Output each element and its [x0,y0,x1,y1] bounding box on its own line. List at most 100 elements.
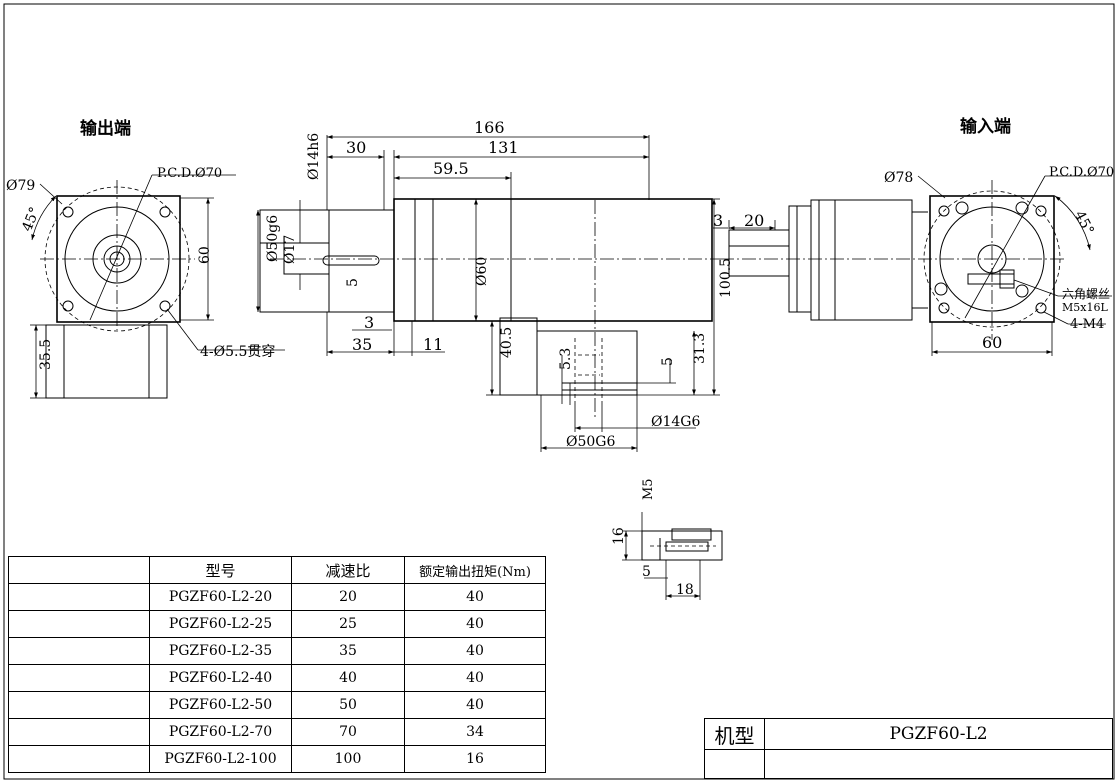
screw-hole-icon [1015,201,1029,215]
input-pcd-circle [923,190,1061,328]
dim-d79: Ø79 [6,178,35,194]
input-body [834,199,913,321]
input-coupling [728,229,790,247]
dim-31-3: 31.3 [692,333,708,364]
dim-5-3: 5.3 [558,348,574,370]
cell-torque: 40 [404,664,546,692]
cell-torque: 40 [404,691,546,719]
mount-hole-icon [159,206,171,218]
dim-5b: 5 [660,357,676,366]
input-housing [810,199,836,321]
mount-hole-icon [938,302,950,314]
shaft-key-slot [322,255,380,266]
label-screw: 六角螺丝 [1062,287,1110,301]
model-box: 机型 PGZF60-L2 [704,718,1113,779]
output-motor-bracket [45,324,168,399]
dim-d14h6: Ø14h6 [306,133,322,180]
dim-detail-18: 18 [676,582,694,598]
dim-d17: Ø17 [282,235,298,264]
dim-pcd: P.C.D.Ø70 [157,166,222,181]
cell-ratio: 35 [291,637,405,665]
cell-torque: 16 [404,745,546,773]
cell-ratio: 20 [291,583,405,611]
mount-hole-icon [62,206,74,218]
cell-model: PGZF60-L2-70 [149,718,292,746]
dim-input-pcd: P.C.D.Ø70 [1049,165,1114,180]
cell-ratio: 50 [291,691,405,719]
dim-11: 11 [423,335,443,354]
dim-d78: Ø78 [884,170,913,186]
output-end-view: 输出端 Ø79 45° P.C.D.Ø70 60 4-Ø5.5贯穿 [6,118,285,399]
dim-35: 35 [352,335,372,354]
cell-model: PGZF60-L2-20 [149,583,292,611]
dim-holes: 4-Ø5.5贯穿 [200,344,275,360]
cell-model: PGZF60-L2-35 [149,637,292,665]
cell-torque: 40 [404,637,546,665]
detail-clamp [671,528,712,541]
side-view: 166 30 131 59.5 Ø14h6 Ø50g6 Ø17 5 Ø60 3 … [256,118,734,452]
dim-w60: 60 [982,333,1002,352]
label-m4: 4-M4 [1070,317,1104,332]
input-coupling-body [728,245,790,277]
screw-hole-icon [1015,284,1029,298]
table-header-cell: 额定输出扭矩(Nm) [404,556,546,584]
dim-m5: M5 [641,478,656,500]
table-header-cell: 型号 [149,556,292,584]
cell-ratio: 25 [291,610,405,638]
label-screw-size: M5x16L [1062,301,1108,314]
cell-torque: 40 [404,583,546,611]
detail-view: M5 16 5 18 [611,478,723,600]
cell-model: PGZF60-L2-40 [149,664,292,692]
dim-d50G6: Ø50G6 [566,434,615,450]
dim-40-5: 40.5 [499,327,515,358]
model-row: 机型 PGZF60-L2 [704,718,1113,750]
dim-detail-16: 16 [611,527,627,545]
drawing-border [3,3,1115,780]
mount-hole-icon [62,300,74,312]
dim-detail-5: 5 [642,564,651,580]
screw-hole-icon [934,282,948,296]
cell-torque: 34 [404,718,546,746]
mount-hole-icon [1035,302,1047,314]
dim-3: 3 [364,313,374,332]
mount-hole-icon [159,300,171,312]
table-header-row: 型号 减速比 额定输出扭矩(Nm) [8,556,546,584]
cell-model: PGZF60-L2-25 [149,610,292,638]
model-label: 机型 [704,718,765,750]
mount-hole-icon [1035,205,1047,217]
model-value: PGZF60-L2 [764,718,1113,750]
table-header-cell [8,556,150,584]
screw-hole-icon [955,201,969,215]
dim-59-5: 59.5 [433,159,469,178]
dim-30: 30 [346,138,366,157]
dim-h60: 60 [197,246,213,264]
dim-h35-5: 35.5 [38,339,54,370]
cell-ratio: 40 [291,664,405,692]
dim-input-angle: 45° [1071,208,1097,237]
dim-131: 131 [488,138,519,157]
dim-d14g6: Ø14G6 [651,414,700,430]
detail-screw [665,541,709,552]
input-end-view: 输入端 3 20 Ø78 [713,116,1114,356]
cell-model: PGZF60-L2-50 [149,691,292,719]
output-end-title: 输出端 [80,118,131,139]
motor-adapter-body [536,330,638,396]
hex-screw-head [999,269,1015,289]
cell-ratio: 100 [291,745,405,773]
dim-166: 166 [474,118,505,137]
dim-d60: Ø60 [474,257,490,286]
hex-screw [967,273,1015,285]
dim-d50g6: Ø50g6 [265,215,281,262]
cell-torque: 40 [404,610,546,638]
cell-model: PGZF60-L2-100 [149,745,292,773]
table-header-cell: 减速比 [291,556,405,584]
